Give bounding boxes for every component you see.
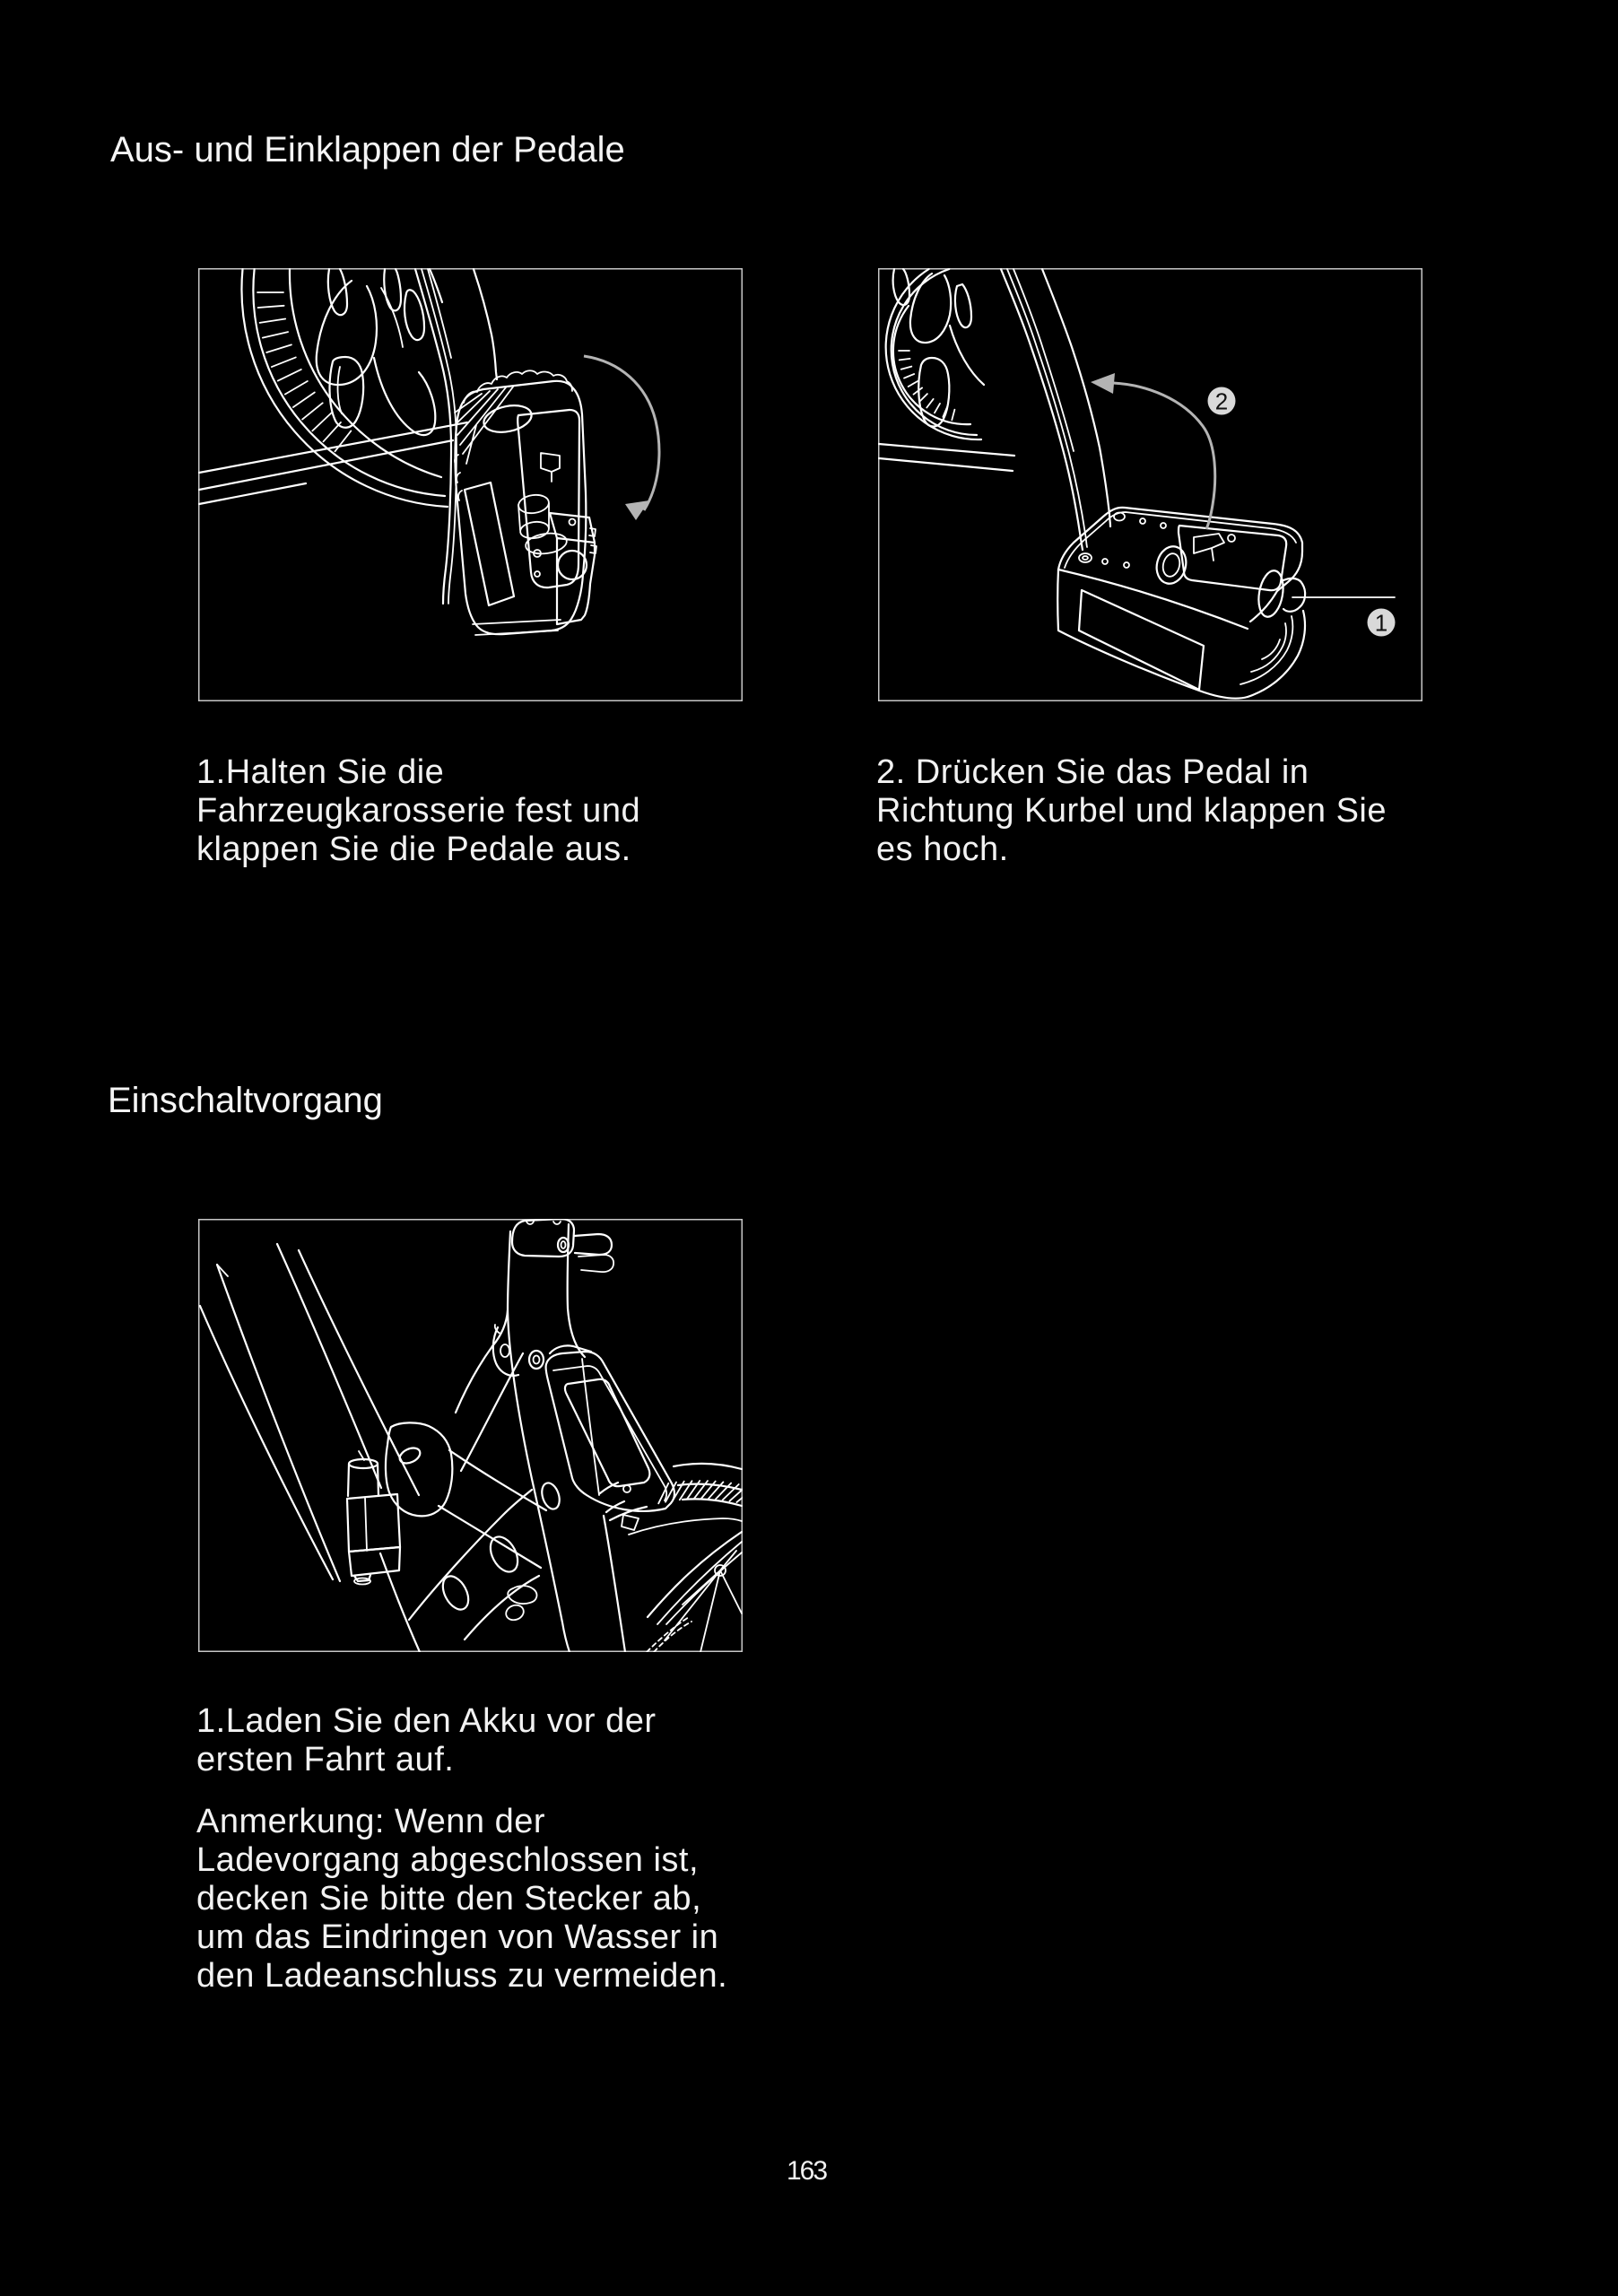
svg-text:2: 2 (1215, 388, 1228, 415)
svg-text:1: 1 (1375, 610, 1387, 637)
